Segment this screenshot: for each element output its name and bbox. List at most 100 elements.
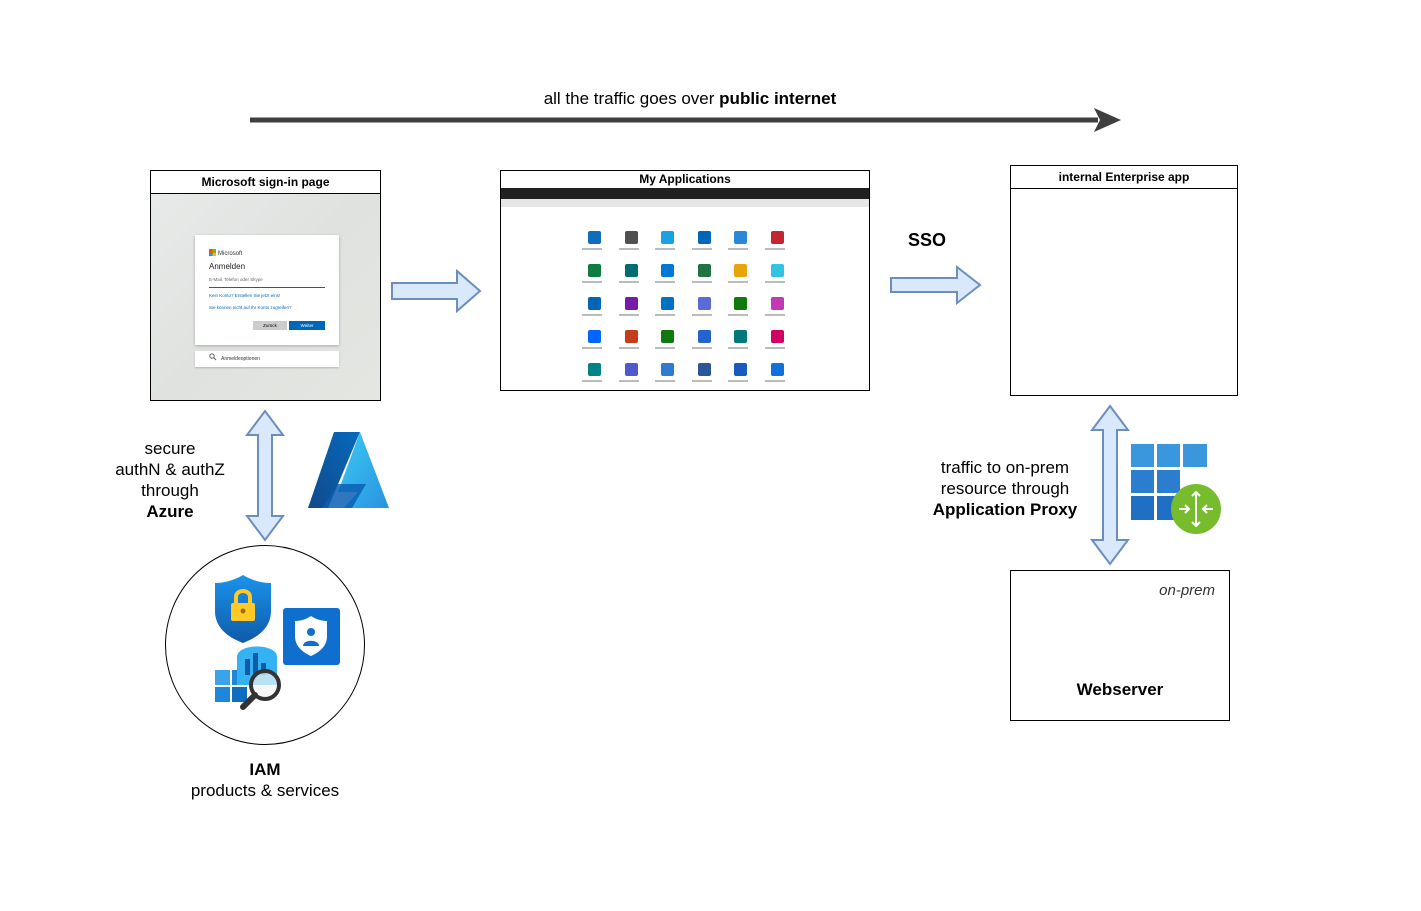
app-tile-caption <box>618 380 639 382</box>
app-tile[interactable] <box>588 231 601 244</box>
app-tile-caption <box>655 347 675 349</box>
app-tile[interactable] <box>661 264 674 277</box>
arrow-enterprise-webserver <box>1090 404 1130 566</box>
app-tile-caption <box>582 314 602 316</box>
app-tile[interactable] <box>588 264 601 277</box>
my-applications-box: My Applications <box>500 170 870 391</box>
signin-page-box: Microsoft sign-in page Microsoft Anmelde… <box>150 170 381 401</box>
app-tile[interactable] <box>697 330 711 343</box>
azure-auth-line3: through <box>141 481 199 500</box>
browser-addressbar <box>501 199 869 207</box>
app-tile[interactable] <box>770 330 784 343</box>
iam-icons <box>215 575 340 710</box>
app-tile-caption <box>618 314 639 316</box>
search-icon <box>209 353 217 361</box>
microsoft-logo-icon <box>209 249 216 256</box>
application-proxy-icon <box>1131 444 1221 534</box>
app-tile[interactable] <box>734 363 747 376</box>
app-tile[interactable] <box>588 363 601 376</box>
signin-heading: Anmelden <box>209 262 246 271</box>
back-button[interactable]: Zurück <box>253 321 287 330</box>
app-tile[interactable] <box>697 231 711 244</box>
app-tile-caption <box>691 248 712 250</box>
enterprise-app-title: internal Enterprise app <box>1011 166 1237 189</box>
app-tile[interactable] <box>734 264 747 277</box>
app-tile[interactable] <box>734 330 747 343</box>
app-tile-caption <box>728 281 748 283</box>
app-tile[interactable] <box>624 297 638 310</box>
app-tile[interactable] <box>624 363 638 376</box>
proxy-line1: traffic to on-prem <box>940 458 1070 477</box>
iam-title: IAM <box>249 760 281 779</box>
signin-options-label: Anmeldeoptionen <box>221 356 260 362</box>
app-tile-caption <box>728 248 748 250</box>
microsoft-brand: Microsoft <box>209 249 242 257</box>
app-tile-caption <box>691 380 712 382</box>
app-tile-caption <box>582 347 602 349</box>
caption-bold: public internet <box>719 89 837 108</box>
public-internet-caption: all the traffic goes over public interne… <box>430 89 950 109</box>
app-tile[interactable] <box>661 297 674 310</box>
signin-email-field[interactable]: E-Mail, Telefon oder Skype <box>209 277 325 288</box>
app-tile-caption <box>618 248 639 250</box>
app-tile[interactable] <box>661 330 674 343</box>
azure-auth-line2: authN & authZ <box>115 460 225 479</box>
app-tile[interactable] <box>770 363 784 376</box>
app-tile-caption <box>655 314 675 316</box>
webserver-box: on-prem Webserver <box>1010 570 1230 721</box>
identity-analytics-icon <box>215 646 281 710</box>
azure-auth-line4: Azure <box>146 502 194 521</box>
app-tile-caption <box>728 380 748 382</box>
azure-logo-icon <box>308 432 389 508</box>
microsoft-brand-text: Microsoft <box>218 251 243 257</box>
app-tile[interactable] <box>624 330 638 343</box>
next-button[interactable]: Weiter <box>289 321 325 330</box>
app-tile[interactable] <box>697 363 711 376</box>
app-tile[interactable] <box>770 264 784 277</box>
app-tile-caption <box>618 281 639 283</box>
enterprise-app-box: internal Enterprise app <box>1010 165 1238 396</box>
app-tile[interactable] <box>624 264 638 277</box>
create-account-link[interactable]: Kein Konto? Erstellen Sie jetzt eins! <box>209 293 281 298</box>
app-tile[interactable] <box>734 297 747 310</box>
app-tile-caption <box>728 314 748 316</box>
my-applications-title: My Applications <box>639 172 731 186</box>
public-internet-arrow <box>250 108 1121 132</box>
app-tile[interactable] <box>588 330 601 343</box>
onprem-label: on-prem <box>1159 582 1215 599</box>
browser-tabbar <box>501 188 869 199</box>
account-access-link[interactable]: Sie können nicht auf Ihr Konto zugreifen… <box>209 305 292 310</box>
app-tile-caption <box>764 248 785 250</box>
app-tile[interactable] <box>734 231 747 244</box>
app-tile-caption <box>764 314 785 316</box>
signin-screenshot: Microsoft Anmelden E-Mail, Telefon oder … <box>151 194 380 400</box>
app-tile-caption <box>691 347 712 349</box>
azure-auth-line1: secure <box>144 439 196 458</box>
app-tile-caption <box>655 281 675 283</box>
app-tile[interactable] <box>770 231 784 244</box>
app-tile[interactable] <box>624 231 638 244</box>
app-tile[interactable] <box>588 297 601 310</box>
iam-subtitle: products & services <box>190 781 340 800</box>
app-tile-caption <box>582 281 602 283</box>
azure-auth-text: secure authN & authZ through Azure <box>100 438 240 522</box>
caption-prefix: all the traffic goes over <box>543 89 715 108</box>
app-tile[interactable] <box>661 231 674 244</box>
signin-options-button[interactable]: Anmeldeoptionen <box>195 351 339 367</box>
arrow-sso-to-enterprise <box>890 264 982 306</box>
my-applications-screenshot <box>501 207 869 390</box>
sso-label: SSO <box>908 230 947 250</box>
app-tile[interactable] <box>697 264 711 277</box>
iam-label: IAM products & services <box>150 759 380 801</box>
app-tile-caption <box>691 281 712 283</box>
iam-circle <box>165 545 365 745</box>
app-tile[interactable] <box>770 297 784 310</box>
app-tile[interactable] <box>661 363 674 376</box>
app-tile-caption <box>582 248 602 250</box>
app-tile-caption <box>764 380 785 382</box>
app-tile[interactable] <box>697 297 711 310</box>
proxy-line3: Application Proxy <box>932 500 1078 519</box>
webserver-label: Webserver <box>1076 680 1164 699</box>
proxy-line2: resource through <box>940 479 1070 498</box>
app-tile-caption <box>728 347 748 349</box>
